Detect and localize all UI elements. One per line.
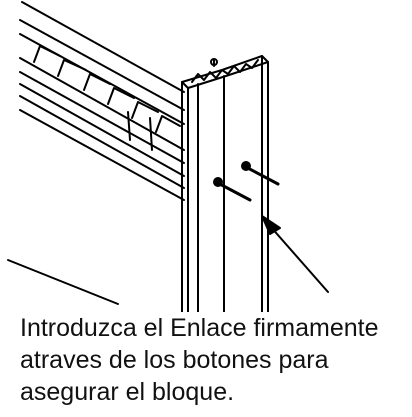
screw-icon bbox=[213, 161, 280, 202]
horizontal-rail bbox=[19, 1, 185, 201]
caption-line-1: Introduzca el Enlace firmamente bbox=[20, 314, 379, 342]
caption-line-2: atraves de los botones para bbox=[20, 346, 329, 374]
instruction-caption: Introduzca el Enlace firmamente atraves … bbox=[20, 312, 410, 408]
assembly-illustration bbox=[7, 1, 329, 312]
ground-line bbox=[7, 259, 119, 305]
vertical-post bbox=[181, 55, 269, 312]
caption-line-3: asegurar el bloque. bbox=[20, 378, 235, 406]
arrow-icon bbox=[261, 215, 329, 293]
